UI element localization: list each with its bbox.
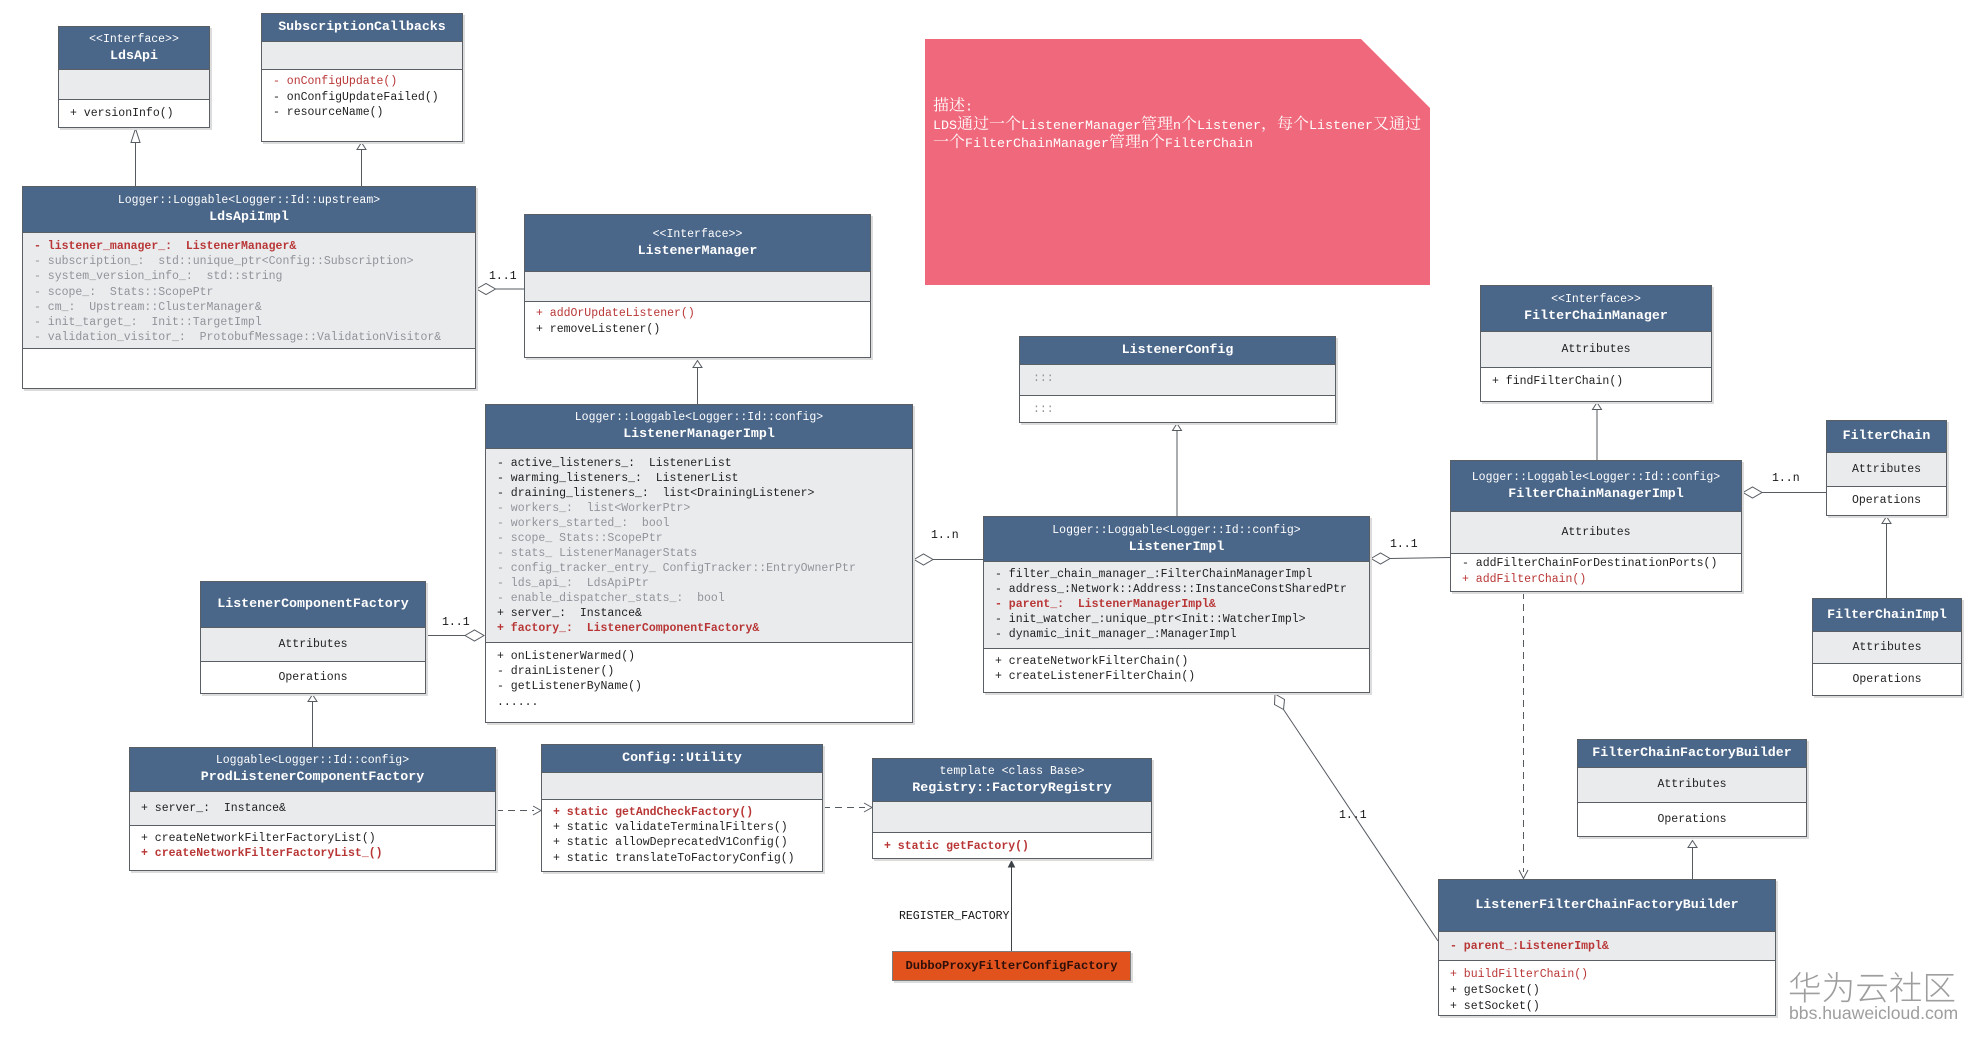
svg-text::: : <box>965 101 973 116</box>
svg-text:n: n <box>1173 119 1181 134</box>
svg-text:FilterChainManager: FilterChainManager <box>965 137 1109 152</box>
svg-text:Listener: Listener <box>1197 119 1261 134</box>
svg-text:ListenerManager: ListenerManager <box>1021 119 1141 134</box>
svg-text:n: n <box>1141 137 1149 152</box>
svg-text:Listener: Listener <box>1309 119 1373 134</box>
svg-text:bbs.huaweicloud.com: bbs.huaweicloud.com <box>1789 1003 1958 1023</box>
svg-text:FilterChain: FilterChain <box>1165 137 1253 152</box>
svg-text:LDS: LDS <box>933 119 957 134</box>
